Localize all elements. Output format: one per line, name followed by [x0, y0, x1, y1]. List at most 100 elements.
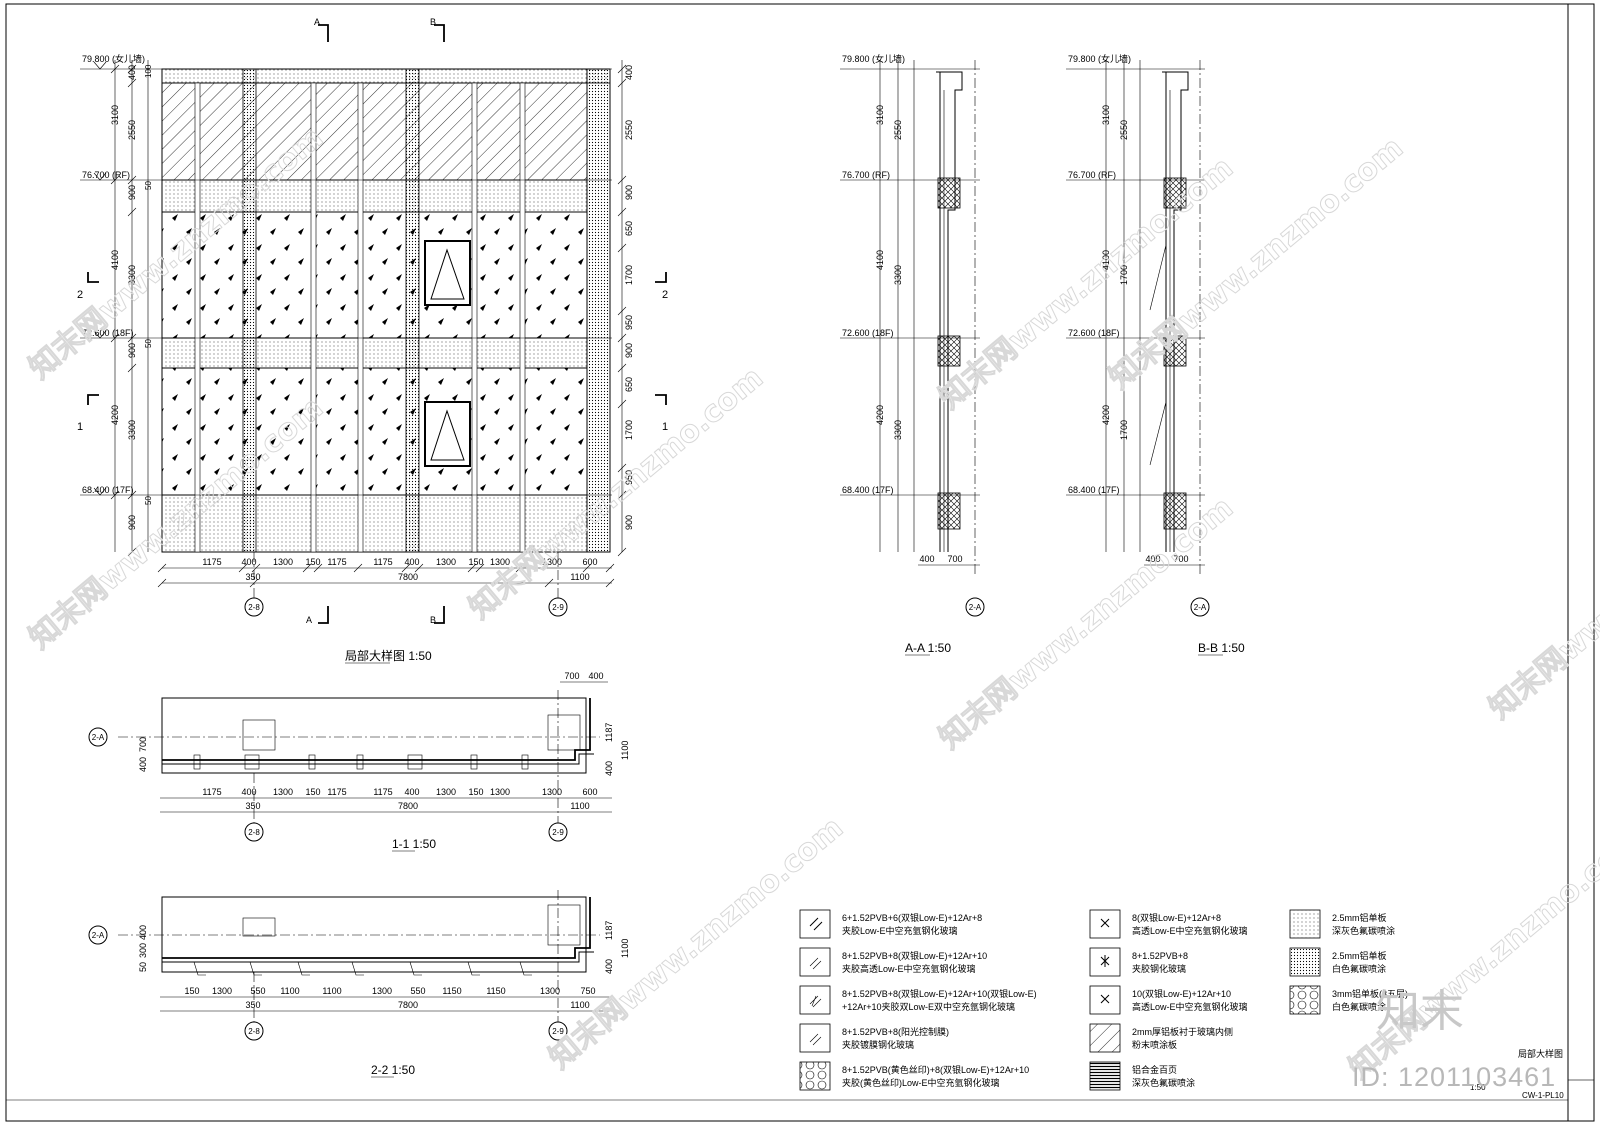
legend-swatch-9	[1089, 1061, 1121, 1091]
glass-band-upper	[161, 211, 588, 339]
bb-level-0: 79.800 (女儿墙)	[1068, 53, 1131, 64]
legend-0-line1: 6+1.52PVB+6(双银Low-E)+12Ar+8	[842, 912, 982, 923]
dim-inner-900c: 900	[127, 515, 137, 530]
bdim-9: 1300	[490, 557, 510, 567]
p1-bdim-2: 1300	[273, 787, 293, 797]
elevation-view: 79.800 (女儿墙) 76.700 (RF) 72.600 (18F) 68…	[77, 17, 668, 664]
p1-bdim-7: 1300	[436, 787, 456, 797]
bdim-2: 1300	[273, 557, 293, 567]
dim-inner-900b: 900	[127, 343, 137, 358]
dim-inner-900a: 900	[127, 185, 137, 200]
legend-3-line1: 8+1.52PVB+8(阳光控制膜)	[842, 1026, 949, 1037]
p2-bdim-1: 1300	[212, 986, 232, 996]
aa-bdim-400: 400	[919, 554, 934, 564]
p1-bdim-4: 1175	[327, 787, 346, 797]
rdim-8: 1700	[624, 420, 634, 440]
bdim-6: 400	[404, 557, 419, 567]
legend-5-line2: 高透Low-E中空充氩钢化玻璃	[1132, 925, 1248, 936]
p2-sdim-400: 400	[138, 925, 148, 940]
p2-sdim-1187: 1187	[604, 921, 614, 940]
bdim-7: 1300	[436, 557, 456, 567]
rdim-3: 650	[624, 221, 634, 236]
dim-small-50c: 50	[144, 496, 153, 505]
p1-sdim-1187: 1187	[604, 723, 614, 742]
legend-9-line1: 铝合金百页	[1132, 1064, 1177, 1075]
watermark-4: 知末网www.znzmo.com	[933, 150, 1240, 416]
cut-2-right: 2	[662, 289, 668, 301]
section-bb-view: 79.800 (女儿墙) 76.700 (RF) 72.600 (18F) 68…	[1066, 53, 1245, 656]
right-dimension-chain: 400 2550 900 650 1700 950 900 650 1700 9…	[617, 60, 634, 557]
aa-level-1: 76.700 (RF)	[842, 170, 890, 180]
p2-bdim-4: 1100	[322, 986, 341, 996]
aa-level-3: 68.400 (17F)	[842, 485, 894, 495]
legend-10-line1: 2.5mm铝单板	[1332, 912, 1387, 923]
bdim-0: 1175	[202, 557, 221, 567]
rdim-1: 2550	[624, 120, 634, 140]
cut-2-left: 2	[77, 289, 83, 301]
drawing-name: 局部大样图	[1518, 1048, 1563, 1059]
p2-axis-right: 2-9	[552, 1027, 564, 1036]
bb-level-1: 76.700 (RF)	[1068, 170, 1116, 180]
p2-axis-left: 2-8	[248, 1027, 260, 1036]
legend-5-line1: 8(双银Low-E)+12Ar+8	[1132, 912, 1221, 923]
bb-axis: 2-A	[1194, 603, 1207, 612]
bdim-4: 1175	[327, 557, 346, 567]
legend-9-line2: 深灰色氟碳喷涂	[1132, 1077, 1195, 1088]
dim-outer-3100: 3100	[110, 105, 120, 125]
axis-2-9: 2-9	[552, 603, 564, 612]
aa-bdim-700: 700	[947, 554, 962, 564]
p1-sdim-400b: 400	[604, 761, 614, 776]
aa-axis: 2-A	[969, 603, 982, 612]
cut-1-right: 1	[662, 421, 668, 433]
bottom-dimension-chains: 1175 400 1300 150 1175 1175 400 1300 150…	[157, 557, 615, 588]
legend-8-line1: 2mm厚铝板衬于玻璃内侧	[1132, 1026, 1233, 1037]
aa-dim-3300a: 3300	[893, 265, 903, 285]
legend-2-line1: 8+1.52PVB+8(双银Low-E)+12Ar+10(双银Low-E)	[842, 988, 1037, 999]
axis-2-8: 2-8	[248, 603, 260, 612]
bdim-3: 150	[305, 557, 320, 567]
legend-swatch-4	[799, 1061, 831, 1091]
rdim-10: 900	[624, 515, 634, 530]
legend-swatch-8	[1089, 1023, 1121, 1053]
section-aa-title: A-A 1:50	[905, 641, 951, 655]
p2-bdim-6: 550	[410, 986, 425, 996]
legend-4-line2: 夹胶(黄色丝印)Low-E中空充氩钢化玻璃	[842, 1077, 1000, 1088]
bdim-8: 150	[468, 557, 483, 567]
legend-0-line2: 夹胶Low-E中空充氩钢化玻璃	[842, 925, 958, 936]
bb-bdim-700: 700	[1173, 554, 1188, 564]
p2-bdim-3: 1100	[280, 986, 299, 996]
legend-6-line2: 夹胶钢化玻璃	[1132, 963, 1186, 974]
legend-swatch-0	[799, 909, 831, 939]
p2-sdim-50: 50	[138, 962, 148, 972]
p1-axis-a: 2-A	[92, 733, 105, 742]
btotal-7800: 7800	[398, 572, 418, 582]
pilaster-right	[405, 68, 420, 553]
p1-tdim-700: 700	[564, 671, 579, 681]
p1-sdim-400: 400	[138, 757, 148, 772]
p1-bdim-1: 400	[241, 787, 256, 797]
p1-bdim-6: 400	[404, 787, 419, 797]
legend-swatch-2	[799, 985, 831, 1015]
legend-swatch-3	[799, 1023, 831, 1053]
legend-4-line1: 8+1.52PVB(黄色丝印)+8(双银Low-E)+12Ar+10	[842, 1064, 1029, 1075]
p1-bdim-0: 1175	[202, 787, 221, 797]
legend-swatch-1	[799, 947, 831, 977]
p1-btotal-2: 1100	[570, 801, 589, 811]
cut-a-top: A	[314, 17, 320, 27]
rdim-0: 400	[624, 65, 634, 80]
dim-small-50a: 50	[144, 181, 153, 190]
p2-btotal-1: 7800	[398, 1000, 418, 1010]
watermark-9: 知末网www.znzmo.com	[1483, 460, 1600, 726]
glass-band-lower	[161, 367, 588, 496]
p2-btotal-0: 350	[245, 1000, 260, 1010]
watermark-5: 知末网www.znzmo.com	[1103, 130, 1410, 396]
elevation-title: 局部大样图 1:50	[345, 648, 432, 663]
watermark-6: 知末网www.znzmo.com	[933, 490, 1240, 756]
p2-bdim-10: 750	[580, 986, 595, 996]
legend-1-line2: 夹胶高透Low-E中空充氩钢化玻璃	[842, 963, 976, 974]
rdim-6: 900	[624, 343, 634, 358]
vent-window-upper	[424, 240, 471, 306]
sheet-border	[5, 3, 1595, 1122]
bdim-5: 1175	[373, 557, 392, 567]
dim-inner-400: 400	[127, 65, 137, 80]
